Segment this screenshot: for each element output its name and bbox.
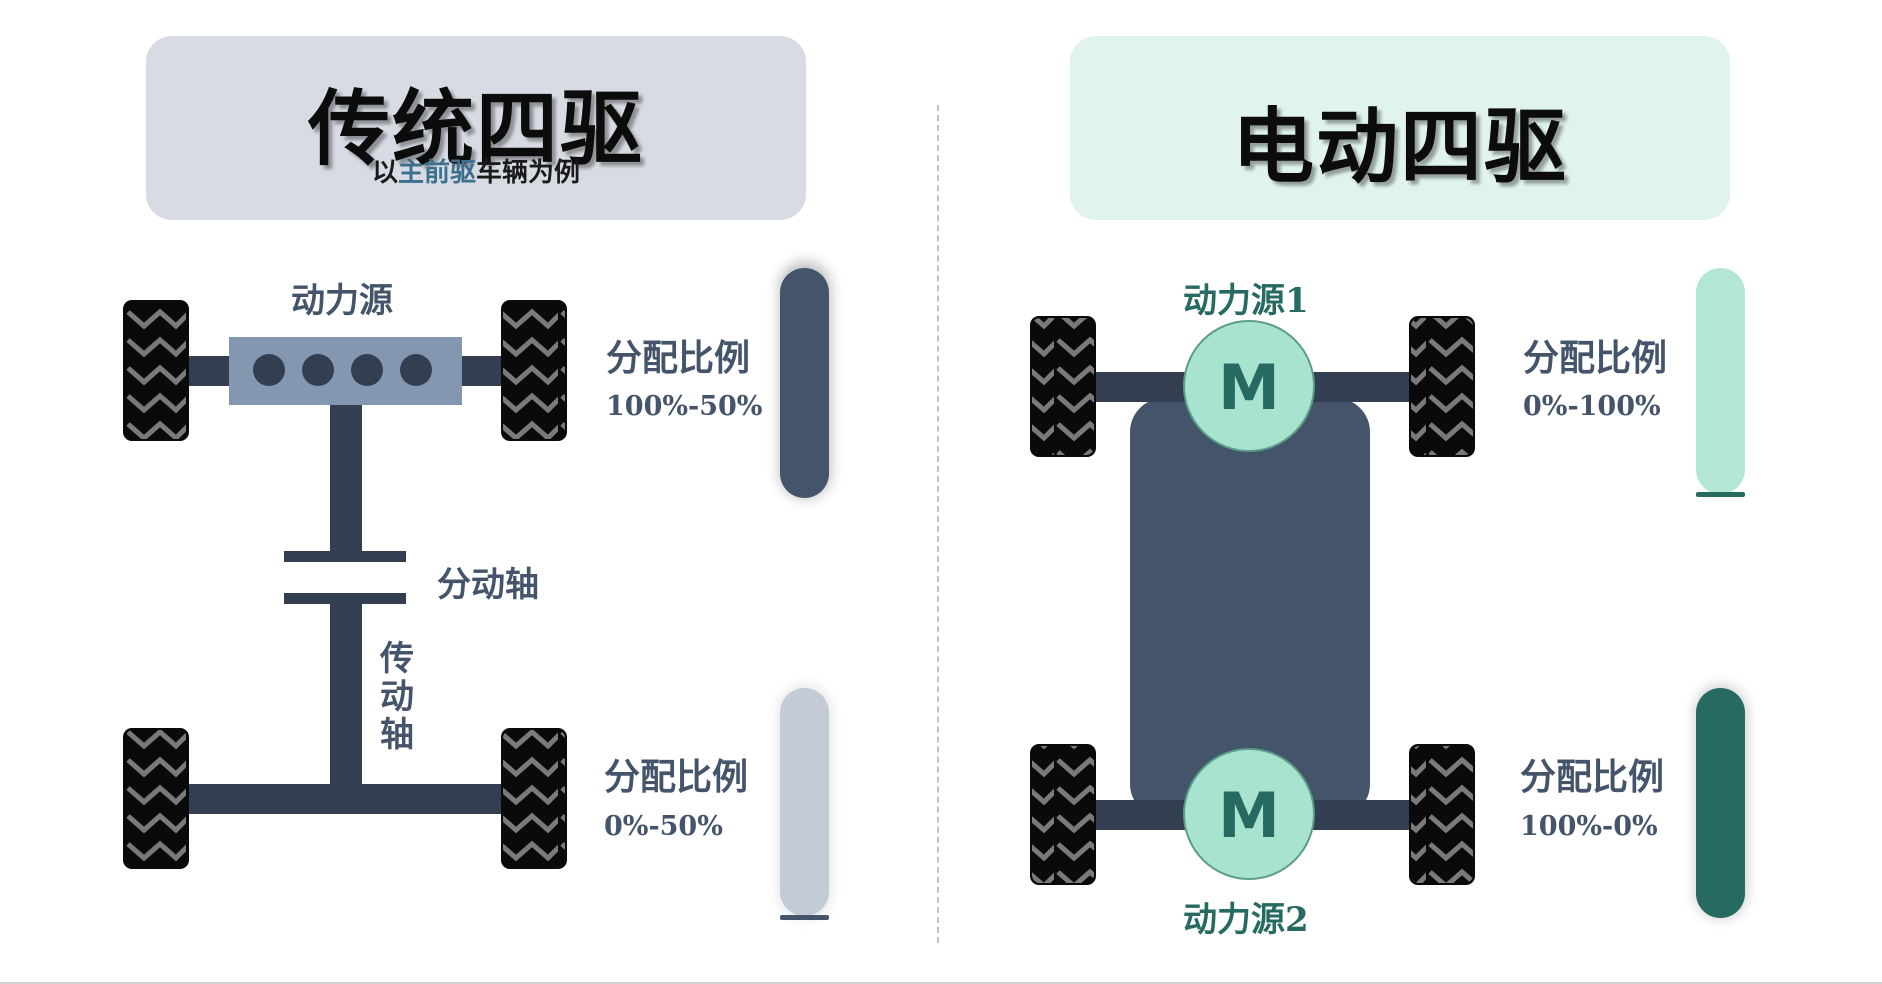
tire-front-left: [123, 300, 189, 441]
rear-ratio-label: 分配比例: [604, 756, 749, 798]
tire-rear-right: [501, 728, 567, 869]
subtitle-suffix: 车辆为例: [476, 158, 581, 188]
motor-rear-label: M: [1218, 779, 1280, 852]
front-ratio-value: 100%-50%: [606, 391, 763, 422]
rear-ratio-bar-base: [780, 915, 829, 920]
e-rear-ratio-value: 100%-0%: [1520, 811, 1658, 842]
rear-axle: [180, 784, 520, 814]
drive-shaft-label: 传动轴: [377, 640, 417, 754]
drive-shaft-text: 传动轴: [380, 639, 414, 755]
transfer-shaft-label: 分动轴: [437, 565, 539, 605]
tire-rear-left: [123, 728, 189, 869]
engine: [229, 337, 462, 405]
tire-e-rear-right: [1409, 744, 1475, 885]
tire-e-front-left: [1030, 316, 1096, 457]
e-front-ratio-label: 分配比例: [1523, 337, 1668, 379]
electric-4wd-title: 电动四驱: [1231, 100, 1568, 195]
electric-4wd-header: 电动四驱: [1070, 36, 1730, 220]
e-rear-ratio-label: 分配比例: [1520, 756, 1665, 798]
drive-shaft: [284, 405, 406, 790]
engine-cylinder: [253, 354, 285, 386]
engine-cylinder: [302, 354, 334, 386]
tire-e-rear-left: [1030, 744, 1096, 885]
engine-cylinder: [351, 354, 383, 386]
engine-cylinder: [400, 354, 432, 386]
traditional-4wd-subtitle: 以主前驱车辆为例: [146, 152, 806, 189]
front-ratio-label: 分配比例: [606, 337, 751, 379]
power-source-1-label: 动力源1: [1183, 281, 1309, 321]
e-rear-ratio-bar: [1696, 688, 1745, 918]
subtitle-prefix: 以: [371, 158, 398, 188]
tire-e-front-right: [1409, 316, 1475, 457]
power-source-label: 动力源: [291, 281, 393, 321]
traditional-4wd-header: 传统四驱 以主前驱车辆为例: [146, 36, 806, 220]
bottom-edge-line: [0, 982, 1882, 984]
motor-front-label: M: [1218, 351, 1280, 424]
power-source-2-label: 动力源2: [1183, 900, 1309, 940]
e-front-ratio-value: 0%-100%: [1523, 391, 1661, 422]
transfer-shaft-plate-top: [284, 551, 406, 562]
motor-front: M: [1183, 320, 1315, 452]
motor-rear: M: [1183, 748, 1315, 880]
e-front-ratio-bar-base: [1696, 492, 1745, 497]
center-divider: [937, 105, 939, 943]
subtitle-highlight: 主前驱: [397, 158, 476, 188]
chassis-body: [1130, 398, 1370, 818]
front-ratio-bar: [780, 268, 829, 498]
transfer-shaft-plate-bottom: [284, 593, 406, 604]
rear-ratio-bar: [780, 688, 829, 916]
e-front-ratio-bar: [1696, 268, 1745, 494]
rear-ratio-value: 0%-50%: [604, 811, 723, 842]
tire-front-right: [501, 300, 567, 441]
traditional-4wd-title: 传统四驱: [307, 82, 644, 177]
